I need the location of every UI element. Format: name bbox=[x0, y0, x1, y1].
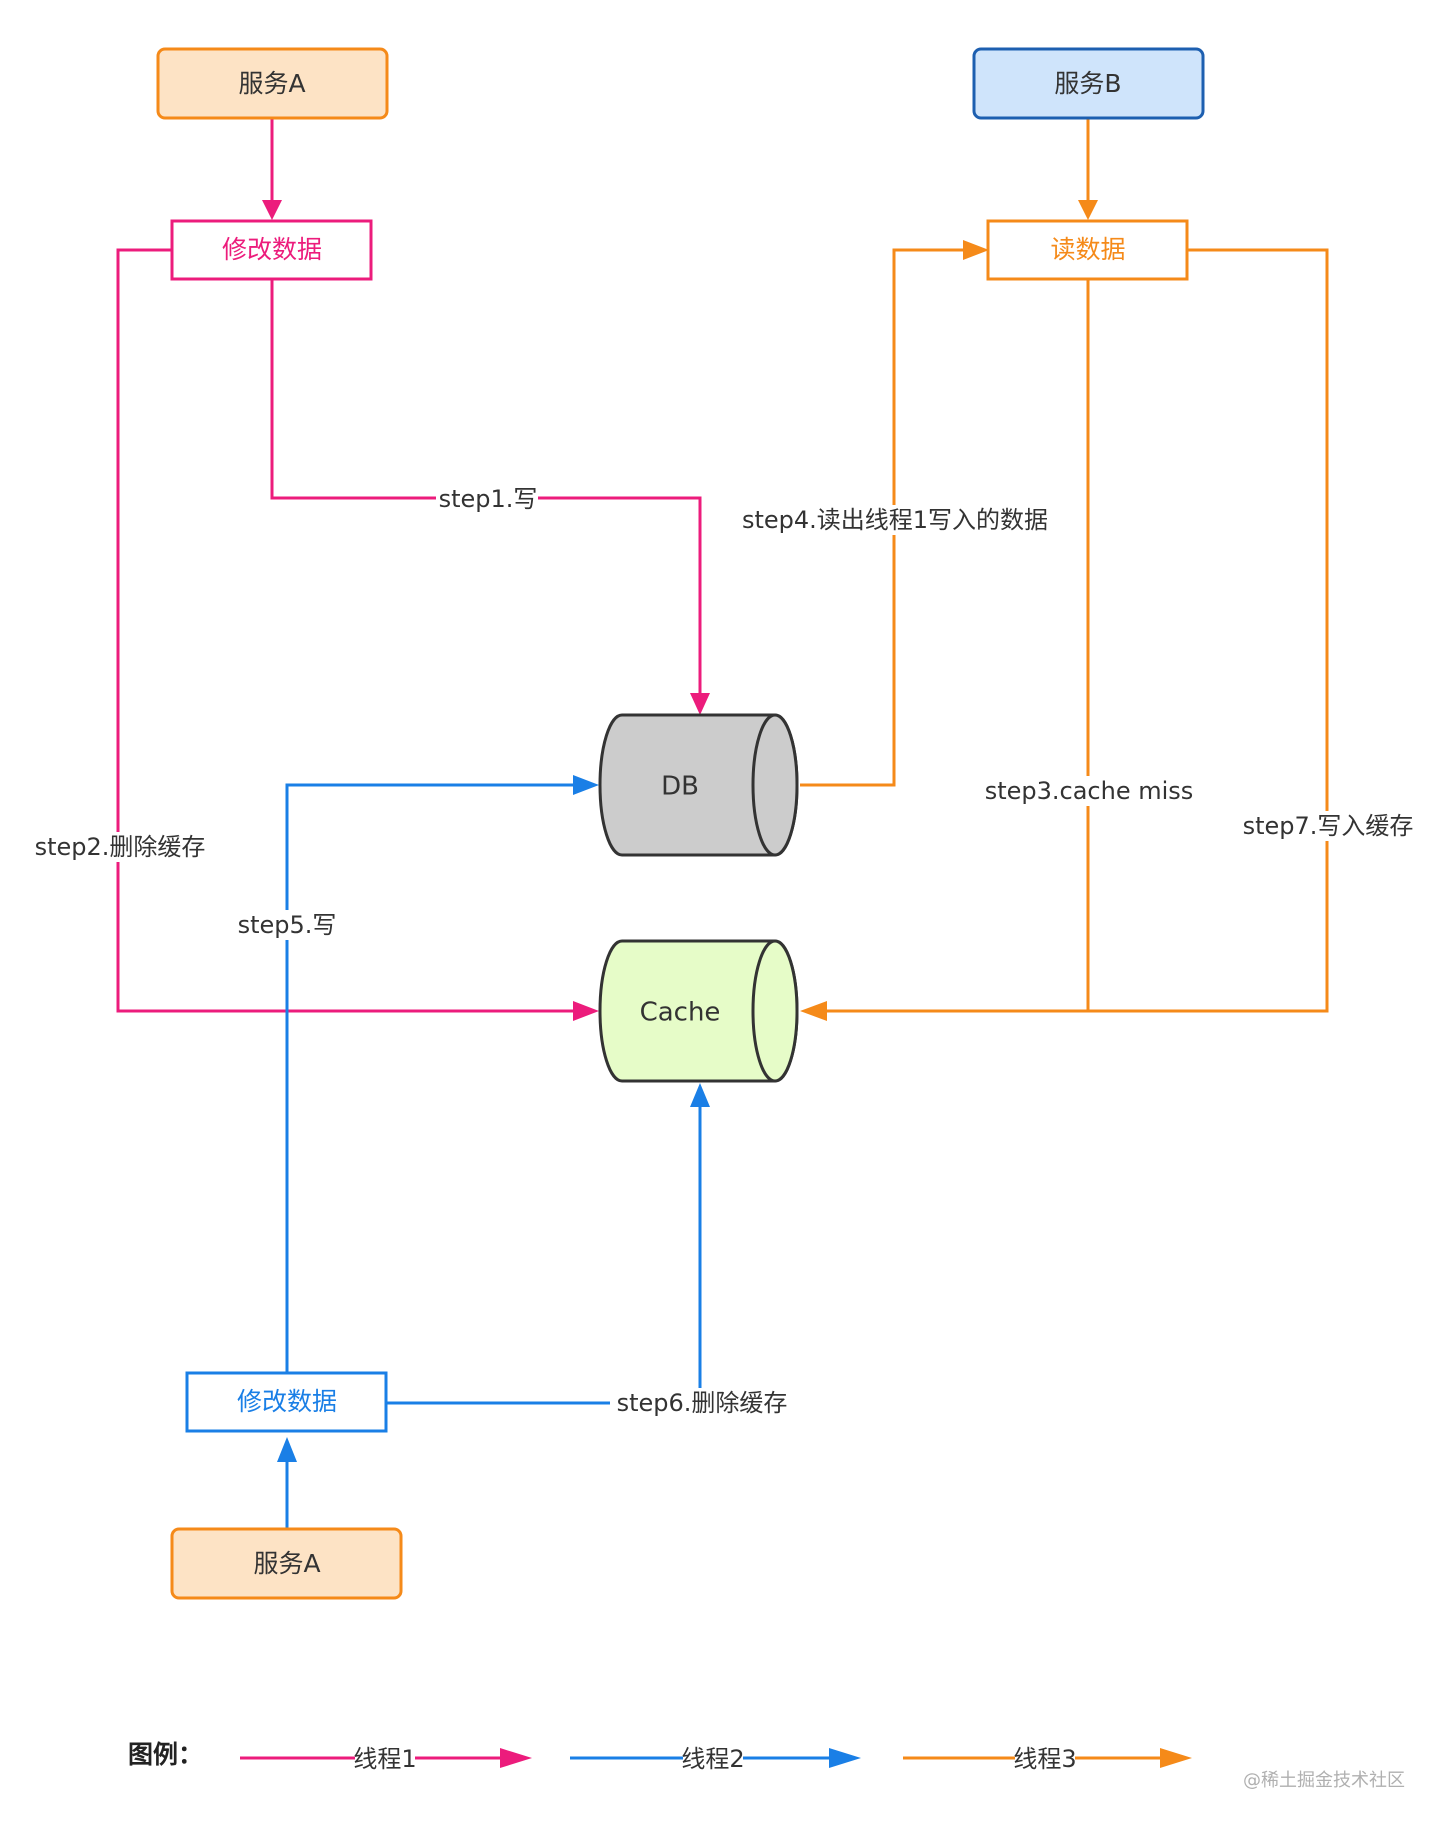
edge-step6-delete-cache bbox=[387, 1105, 702, 1405]
step4-label-bg bbox=[734, 505, 1056, 535]
step3-label-bg bbox=[984, 776, 1194, 806]
arrowhead bbox=[800, 1001, 827, 1021]
step3-label: step3.cache miss bbox=[985, 777, 1194, 805]
edge-step7-write-cache bbox=[1088, 248, 1329, 1013]
service-a-top-label: 服务A bbox=[238, 69, 305, 98]
legend-arrowhead-thread1 bbox=[500, 1748, 532, 1768]
cache-store: Cache bbox=[598, 939, 799, 1083]
arrowhead bbox=[690, 1083, 710, 1107]
arrowhead bbox=[690, 693, 710, 715]
step-labels: step1.写 step2.删除缓存 step3.cache miss step… bbox=[28, 484, 1420, 1418]
read-data-label: 读数据 bbox=[1050, 235, 1125, 264]
modify-data-1-node: 修改数据 bbox=[170, 219, 373, 281]
legend-arrowhead-thread3 bbox=[1160, 1748, 1192, 1768]
arrowhead bbox=[573, 775, 599, 795]
service-a-bottom-box bbox=[170, 1527, 403, 1600]
edge-step2-delete-cache bbox=[116, 248, 575, 1013]
db-label: DB bbox=[661, 772, 699, 802]
step6-label-bg bbox=[610, 1388, 794, 1418]
modify-data-1-label: 修改数据 bbox=[222, 235, 322, 264]
step7-label: step7.写入缓存 bbox=[1243, 812, 1414, 840]
service-b-label: 服务B bbox=[1054, 69, 1121, 98]
service-b-box bbox=[972, 47, 1205, 120]
thread2-arrowheads bbox=[277, 775, 710, 1462]
db-store: DB bbox=[598, 713, 799, 857]
watermark: @稀土掘金技术社区 bbox=[1243, 1770, 1405, 1791]
step2-label: step2.删除缓存 bbox=[35, 833, 206, 861]
arrowhead bbox=[1078, 200, 1098, 220]
legend-item-thread1: 线程1 bbox=[240, 1744, 532, 1774]
arrowhead bbox=[262, 200, 282, 220]
legend-arrowhead-thread2 bbox=[829, 1748, 861, 1768]
arrowhead bbox=[963, 240, 989, 260]
step5-label-bg bbox=[235, 910, 339, 940]
legend-label-thread2: 线程2 bbox=[681, 1745, 744, 1773]
cache-label: Cache bbox=[640, 998, 721, 1028]
step6-label: step6.删除缓存 bbox=[617, 1389, 788, 1417]
db-cylinder-cap bbox=[751, 713, 799, 857]
modify-data-1-box bbox=[170, 219, 373, 281]
legend-item-thread2: 线程2 bbox=[570, 1744, 861, 1774]
legend-label-bg-thread1 bbox=[355, 1744, 415, 1774]
step2-label-bg bbox=[28, 832, 212, 862]
legend-label-thread3: 线程3 bbox=[1013, 1745, 1076, 1773]
arrowhead bbox=[277, 1437, 297, 1462]
legend-title: 图例： bbox=[128, 1740, 203, 1769]
modify-data-2-label: 修改数据 bbox=[237, 1387, 337, 1416]
thread3-arrowheads bbox=[800, 200, 1098, 1021]
modify-data-2-node: 修改数据 bbox=[185, 1371, 388, 1433]
legend: 图例： 线程1 线程2 线程3 bbox=[128, 1740, 1192, 1774]
thread1-arrowheads bbox=[262, 200, 710, 1021]
step1-label-bg bbox=[436, 484, 538, 514]
service-b-node: 服务B bbox=[972, 47, 1205, 120]
service-a-bottom-node: 服务A bbox=[170, 1527, 403, 1600]
step7-label-bg bbox=[1236, 811, 1420, 841]
read-data-box bbox=[986, 219, 1189, 281]
cache-cylinder-cap bbox=[751, 939, 799, 1083]
step4-label: step4.读出线程1写入的数据 bbox=[742, 506, 1048, 534]
legend-label-bg-thread2 bbox=[683, 1744, 743, 1774]
read-data-node: 读数据 bbox=[986, 219, 1189, 281]
edge-step3-cache-miss bbox=[825, 280, 1090, 1013]
step5-label: step5.写 bbox=[238, 911, 337, 939]
legend-item-thread3: 线程3 bbox=[903, 1744, 1192, 1774]
edge-step5-write-db bbox=[285, 783, 575, 1372]
legend-label-thread1: 线程1 bbox=[353, 1745, 416, 1773]
service-a-top-box bbox=[156, 47, 389, 120]
service-a-top-node: 服务A bbox=[156, 47, 389, 120]
legend-label-bg-thread3 bbox=[1015, 1744, 1075, 1774]
arrowhead bbox=[573, 1001, 599, 1021]
step1-label: step1.写 bbox=[439, 485, 538, 513]
modify-data-2-box bbox=[185, 1371, 388, 1433]
service-a-bottom-label: 服务A bbox=[253, 1549, 320, 1578]
